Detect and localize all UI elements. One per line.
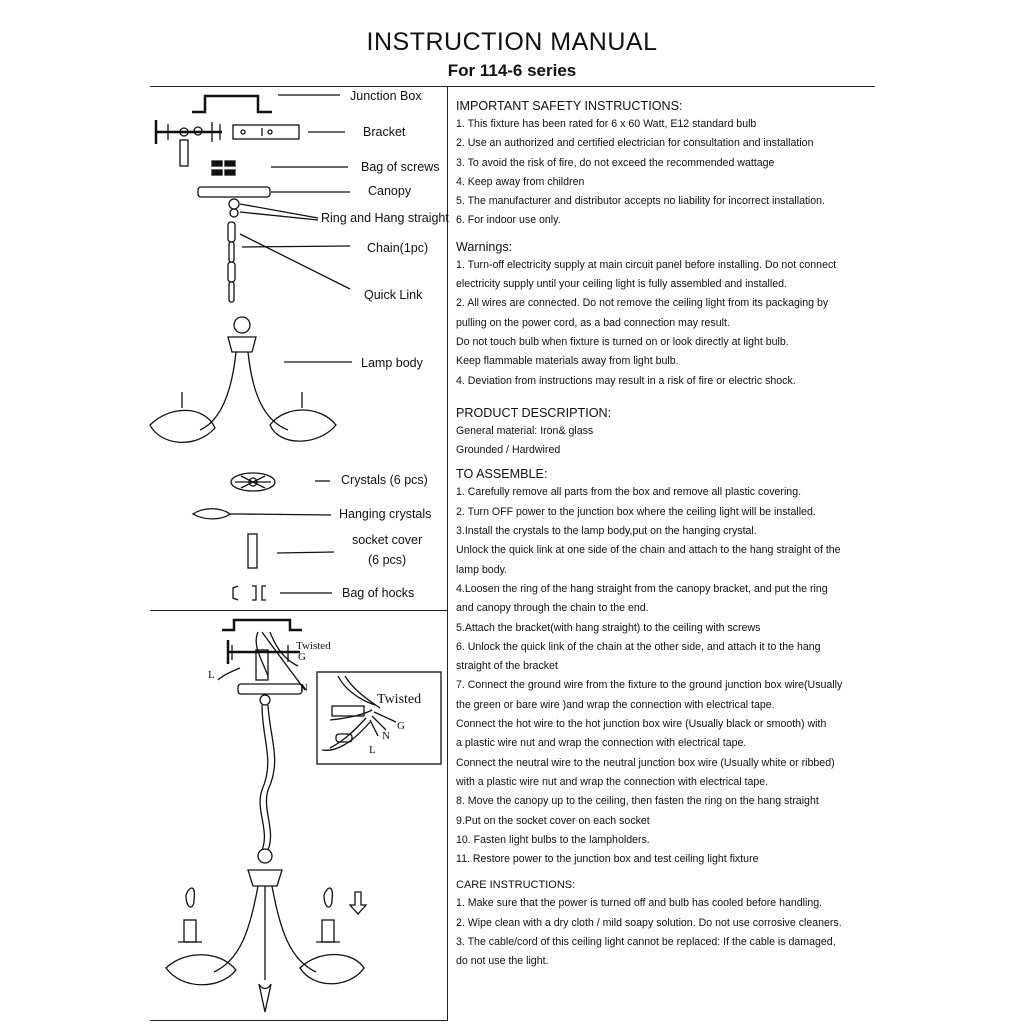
bottom-divider bbox=[150, 1020, 447, 1021]
assemble-line: straight of the bracket bbox=[456, 660, 558, 673]
wiring-inset bbox=[316, 671, 442, 765]
assemble-heading: TO ASSEMBLE: bbox=[456, 467, 548, 482]
warnings-section: Warnings: 1. Turn-off electricity supply… bbox=[456, 239, 866, 391]
safety-line: 5. The manufacturer and distributor acce… bbox=[456, 195, 826, 208]
label-junction-box: Junction Box bbox=[350, 89, 422, 103]
label-canopy: Canopy bbox=[368, 184, 412, 198]
warnings-line: Keep flammable materials away from light… bbox=[456, 355, 679, 368]
label-twisted-large: Twisted bbox=[377, 692, 422, 707]
assemble-line: 10. Fasten light bulbs to the lampholder… bbox=[456, 833, 650, 846]
assemble-line: 3.Install the crystals to the lamp body,… bbox=[456, 525, 757, 538]
assemble-line: 6. Unlock the quick link of the chain at… bbox=[456, 640, 821, 653]
label-bag-of-hocks: Bag of hocks bbox=[342, 586, 415, 600]
assemble-line: and canopy through the chain to the end. bbox=[456, 602, 649, 615]
label-quick-link: Quick Link bbox=[364, 288, 423, 302]
care-line: 2. Wipe clean with a dry cloth / mild so… bbox=[456, 916, 842, 929]
label-crystals: Crystals (6 pcs) bbox=[341, 473, 428, 487]
assemble-line: lamp body. bbox=[456, 563, 508, 576]
hanging-crystal-icon bbox=[191, 508, 332, 520]
manual-subtitle: For 114-6 series bbox=[447, 61, 577, 80]
label-socket-cover-qty: (6 pcs) bbox=[368, 553, 407, 567]
assemble-line: Connect the hot wire to the hot junction… bbox=[456, 718, 827, 731]
lamp-body-icon bbox=[149, 316, 352, 443]
assemble-line: 9.Put on the socket cover on each socket bbox=[456, 814, 650, 827]
assemble-line: 1. Carefully remove all parts from the b… bbox=[456, 486, 802, 499]
label-g-inset: G bbox=[397, 720, 405, 732]
warnings-line: Do not touch bulb when fixture is turned… bbox=[456, 335, 789, 348]
label-bag-of-screws: Bag of screws bbox=[361, 160, 440, 174]
installation-diagram bbox=[165, 618, 368, 1013]
safety-line: 3. To avoid the risk of fire, do not exc… bbox=[456, 156, 775, 169]
parts-divider bbox=[150, 610, 447, 611]
screws-icon bbox=[211, 160, 348, 176]
assemble-line: the green or bare wire )and wrap the con… bbox=[456, 698, 775, 711]
safety-section: IMPORTANT SAFETY INSTRUCTIONS: 1. This f… bbox=[456, 98, 866, 231]
label-g: G bbox=[298, 651, 306, 663]
socket-cover-icon bbox=[247, 533, 335, 569]
safety-line: 1. This fixture has been rated for 6 x 6… bbox=[456, 118, 757, 130]
warnings-line: 1. Turn-off electricity supply at main c… bbox=[456, 258, 837, 271]
assemble-section: TO ASSEMBLE: 1. Carefully remove all par… bbox=[456, 466, 866, 869]
junction-box-icon bbox=[192, 94, 340, 114]
product-line: General material: Iron& glass bbox=[456, 424, 594, 437]
top-divider bbox=[150, 86, 875, 87]
label-chain: Chain(1pc) bbox=[367, 241, 429, 255]
safety-heading: IMPORTANT SAFETY INSTRUCTIONS: bbox=[456, 99, 683, 113]
assemble-line: 2. Turn OFF power to the junction box wh… bbox=[456, 505, 816, 518]
assemble-line: Unlock the quick link at one side of the… bbox=[456, 544, 841, 557]
label-n: N bbox=[300, 682, 308, 694]
column-divider bbox=[447, 86, 448, 1021]
hooks-icon bbox=[232, 585, 332, 601]
instructions-column: IMPORTANT SAFETY INSTRUCTIONS: 1. This f… bbox=[456, 98, 866, 972]
safety-line: 2. Use an authorized and certified elect… bbox=[456, 137, 814, 150]
manual-title: INSTRUCTION MANUAL bbox=[366, 28, 658, 56]
label-twisted-small: Twisted bbox=[296, 640, 331, 652]
care-section: CARE INSTRUCTIONS: 1. Make sure that the… bbox=[456, 877, 866, 971]
label-socket-cover: socket cover bbox=[352, 533, 423, 547]
assemble-line: 11. Restore power to the junction box an… bbox=[456, 853, 759, 866]
care-line: 1. Make sure that the power is turned of… bbox=[456, 897, 823, 910]
chain-icon bbox=[227, 221, 351, 303]
warnings-line: 2. All wires are connected. Do not remov… bbox=[456, 297, 829, 310]
assemble-line: 5.Attach the bracket(with hang straight)… bbox=[456, 621, 761, 634]
bracket-icon bbox=[154, 120, 345, 167]
assemble-line: with a plastic wire nut and wrap the con… bbox=[456, 775, 769, 788]
parts-illustration bbox=[149, 94, 442, 1013]
care-line: do not use the light. bbox=[456, 955, 549, 968]
label-ring: Ring and Hang straight bbox=[321, 211, 449, 225]
product-heading: PRODUCT DESCRIPTION: bbox=[456, 405, 612, 420]
warnings-heading: Warnings: bbox=[456, 239, 513, 254]
assemble-line: Connect the neutral wire to the neutral … bbox=[456, 756, 835, 769]
label-l: L bbox=[208, 669, 215, 681]
assemble-line: 4.Loosen the ring of the hang straight f… bbox=[456, 582, 828, 595]
label-l-inset: L bbox=[369, 744, 376, 756]
assemble-line: a plastic wire nut and wrap the connecti… bbox=[456, 737, 747, 750]
product-section: PRODUCT DESCRIPTION: General material: I… bbox=[456, 405, 866, 461]
warnings-line: 4. Deviation from instructions may resul… bbox=[456, 374, 796, 387]
safety-line: 6. For indoor use only. bbox=[456, 214, 561, 227]
label-hanging-crystals: Hanging crystals bbox=[339, 507, 432, 521]
care-line: 3. The cable/cord of this ceiling light … bbox=[456, 935, 836, 948]
warnings-line: electricity supply until your ceiling li… bbox=[456, 278, 787, 291]
canopy-icon bbox=[197, 186, 350, 221]
care-heading: CARE INSTRUCTIONS: bbox=[456, 879, 576, 892]
crystal-icon bbox=[230, 472, 330, 492]
label-lamp-body: Lamp body bbox=[361, 356, 423, 370]
safety-line: 4. Keep away from children bbox=[456, 175, 585, 188]
product-line: Grounded / Hardwired bbox=[456, 444, 561, 457]
assemble-line: 7. Connect the ground wire from the fixt… bbox=[456, 679, 843, 692]
warnings-line: pulling on the power cord, as a bad conn… bbox=[456, 316, 730, 329]
label-n-inset: N bbox=[382, 730, 390, 742]
assemble-line: 8. Move the canopy up to the ceiling, th… bbox=[456, 795, 819, 808]
label-bracket: Bracket bbox=[363, 125, 406, 139]
